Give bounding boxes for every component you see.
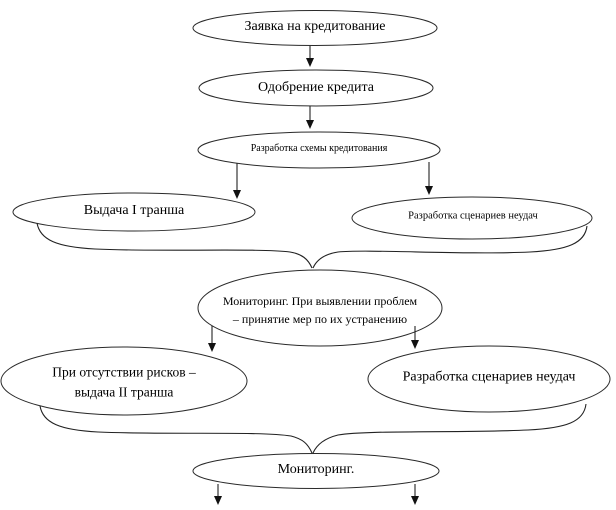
edge-arrow-monitoring2-exit-right <box>411 484 419 505</box>
node-ellipse-tranche1 <box>12 192 256 232</box>
edge-arrow-monitoring1-to-tranche2 <box>208 326 216 352</box>
edge-curve-scenarios2-to-monitoring2 <box>312 403 587 454</box>
arrowhead-icon <box>411 496 419 505</box>
node-label-approval: Одобрение кредита <box>257 79 375 95</box>
node-label-application: Заявка на кредитование <box>244 18 386 34</box>
node-ellipse-application <box>192 10 438 46</box>
node-label-tranche2: При отсутствии рисков – выдача II транша <box>52 364 196 399</box>
node-label-monitoring2: Мониторинг. <box>277 461 355 477</box>
arrowhead-icon <box>306 120 314 129</box>
edge-arrow-scheme-to-scenarios1 <box>425 162 433 195</box>
node-ellipse-scheme <box>197 131 441 169</box>
node-ellipse-tranche2 <box>0 346 248 416</box>
arrowhead-icon <box>425 186 433 195</box>
node-ellipse-scenarios2 <box>367 345 611 413</box>
node-ellipse-monitoring1 <box>197 269 443 347</box>
arrowhead-icon <box>208 343 216 352</box>
arrowhead-icon <box>214 496 222 505</box>
edge-curve-tranche2-to-monitoring2 <box>39 405 313 454</box>
edge-arrow-application-to-approval <box>306 46 314 67</box>
node-label-scheme: Разработка схемы кредитования <box>250 142 388 154</box>
node-ellipse-approval <box>198 69 434 107</box>
node-ellipse-scenarios1 <box>351 196 593 240</box>
edge-arrow-monitoring1-to-scenarios2 <box>411 326 419 349</box>
edge-curve-scenarios1-to-monitoring1 <box>312 225 588 269</box>
node-label-scenarios2: Разработка сценариев неудач <box>402 369 576 385</box>
arrowhead-icon <box>233 190 241 199</box>
node-ellipse-monitoring2 <box>192 453 440 489</box>
arrowhead-icon <box>306 58 314 67</box>
arrowhead-icon <box>411 340 419 349</box>
node-label-tranche1: Выдача I транша <box>83 202 185 218</box>
edge-curve-tranche1-to-monitoring1 <box>36 222 313 269</box>
edge-arrow-approval-to-scheme <box>306 106 314 129</box>
edge-arrow-scheme-to-tranche1 <box>233 163 241 199</box>
edge-arrow-monitoring2-exit-left <box>214 484 222 505</box>
node-label-monitoring1: Мониторинг. При выявлении проблем – прин… <box>222 294 418 326</box>
node-label-scenarios1: Разработка сценариев неудач <box>408 210 538 222</box>
